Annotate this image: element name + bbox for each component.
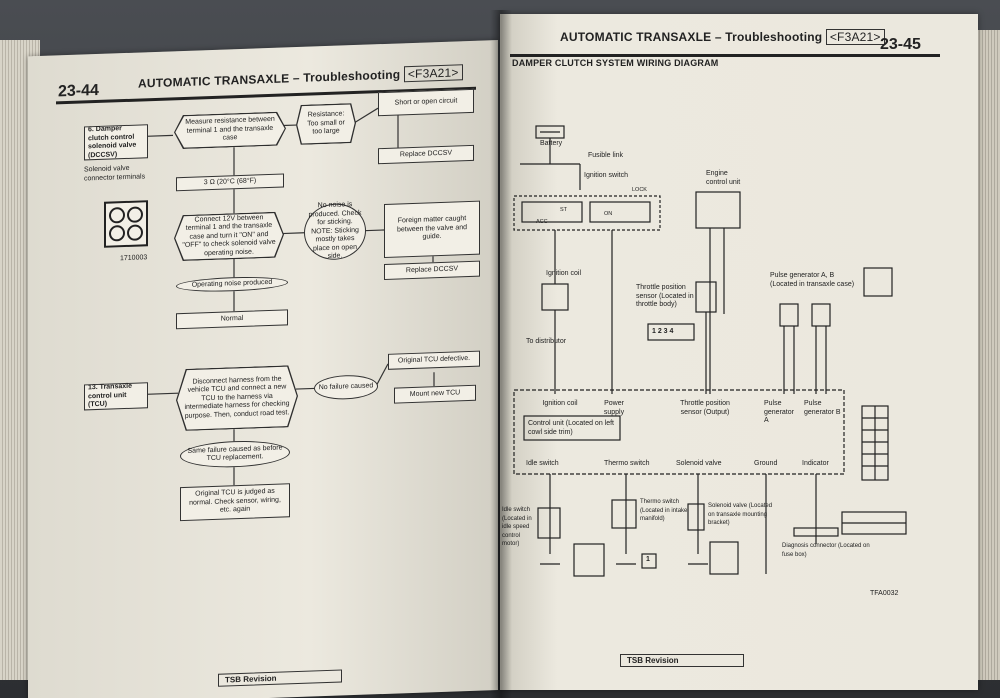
tcu-section-label: 13. Transaxle control unit (TCU) — [84, 382, 148, 411]
label-tps-output: Throttle position sensor (Output) — [680, 400, 730, 416]
label-control-unit: Control unit (Located on left cowl side … — [528, 420, 614, 436]
resistance-fail-decision: Resistance: Too small or too large — [296, 103, 356, 145]
label-idle-switch: Idle switch — [526, 460, 559, 467]
right-page-stack-edge — [974, 30, 1000, 680]
label-ignition-switch: Ignition switch — [584, 172, 628, 179]
book-gutter-shadow — [490, 10, 512, 698]
label-pulse-generator: Pulse generator A, B (Located in transax… — [770, 272, 855, 288]
label-connector-1234: 1 2 3 4 — [652, 328, 674, 335]
label-acc: ACC — [536, 219, 548, 225]
label-power-supply: Power supply — [603, 400, 625, 416]
label-fusible-link: Fusible link — [588, 152, 624, 159]
header-code: <F3A21> — [825, 29, 885, 45]
label-thermo-switch: Thermo switch — [604, 460, 650, 467]
header-rule — [510, 54, 940, 57]
right-footer-tsb: TSB Revision — [620, 654, 744, 667]
label-battery: Battery — [540, 140, 563, 147]
diagram-title: DAMPER CLUTCH SYSTEM WIRING DIAGRAM — [512, 58, 719, 68]
label-lock: LOCK — [632, 187, 647, 193]
flowchart-connectors — [146, 107, 435, 486]
label-ig-coil-term: Ignition coil — [542, 400, 578, 407]
tcu-judged-normal: Original TCU is judged as normal. Check … — [180, 483, 290, 522]
label-st: ST — [560, 207, 568, 213]
label-diag-connector: Diagnosis connector (Located on fuse box… — [782, 543, 870, 558]
foreign-matter-box: Foreign matter caught between the valve … — [384, 200, 480, 258]
label-pulse-b: Pulse generator B — [804, 400, 841, 416]
step-measure-resistance: Measure resistance between terminal 1 an… — [174, 111, 286, 149]
short-open-circuit-box: Short or open circuit — [378, 88, 474, 117]
left-page: 23-44 AUTOMATIC TRANSAXLE – Troubleshoot… — [28, 40, 498, 698]
label-on: ON — [604, 211, 613, 217]
label-figure-code: TFA0032 — [870, 590, 899, 597]
label-ground: Ground — [754, 460, 778, 467]
wiring-diagram — [513, 125, 907, 577]
page-header-title: AUTOMATIC TRANSAXLE – Troubleshooting <F… — [560, 29, 885, 45]
connector-icon — [104, 200, 148, 248]
replace-dccsv-box-2: Replace DCCSV — [384, 260, 480, 280]
label-solenoid-loc: Solenoid valve (Located on transaxle mou… — [708, 503, 773, 526]
label-pulse-a: Pulse generator A — [764, 400, 794, 424]
label-idle-switch-loc: Idle switch (Located in idle speed contr… — [502, 507, 532, 547]
replace-dccsv-box-1: Replace DCCSV — [378, 144, 474, 165]
no-noise-decision: No noise is produced. Check for sticking… — [304, 201, 366, 261]
connector-code: 1710003 — [120, 254, 148, 263]
label-one: 1 — [646, 556, 650, 563]
original-tcu-defective: Original TCU defective. — [388, 350, 480, 370]
page-number: 23-45 — [880, 36, 921, 53]
step-disconnect-harness: Disconnect harness from the vehicle TCU … — [176, 365, 298, 431]
dccsv-section-label: 6. Damper clutch control solenoid valve … — [84, 124, 148, 161]
label-solenoid-valve: Solenoid valve — [676, 460, 722, 467]
label-ignition-coil: Ignition coil — [546, 270, 582, 277]
label-thermo-loc: Thermo switch (Located in intake manifol… — [640, 499, 688, 522]
label-indicator: Indicator — [802, 460, 829, 467]
connector-label: Solenoid valve connector terminals — [84, 164, 146, 182]
step-connect-12v: Connect 12V between terminal 1 and the t… — [174, 211, 284, 261]
label-engine-control-unit: Engine control unit — [706, 170, 741, 186]
label-to-distributor: To distributor — [526, 338, 567, 345]
label-throttle-sensor: Throttle position sensor (Located in thr… — [636, 284, 694, 308]
mount-new-tcu: Mount new TCU — [394, 384, 476, 404]
right-page: AUTOMATIC TRANSAXLE – Troubleshooting <F… — [500, 14, 978, 690]
